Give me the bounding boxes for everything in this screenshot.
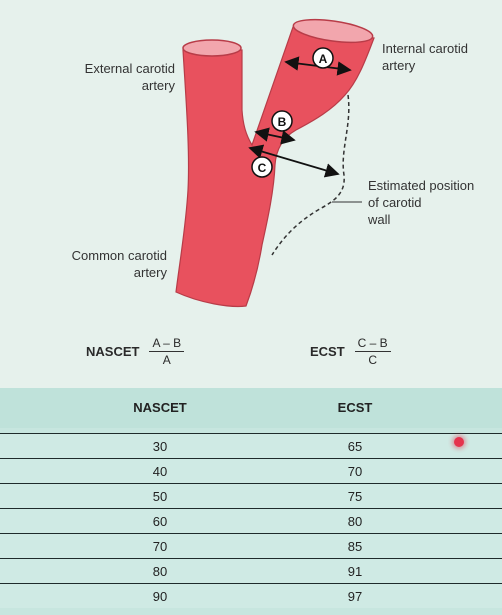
ecst-cell: 65 [347,439,363,454]
nascet-cell: 70 [152,539,168,554]
table-row: 30 65 [0,433,502,458]
nascet-cell: 90 [152,589,168,604]
nascet-fraction: A – B A [149,336,185,367]
nascet-formula-name: NASCET [86,344,140,359]
conversion-table: NASCET ECST 30 65 40 70 50 75 60 80 70 8… [0,388,502,615]
pointer-dot [454,437,464,447]
table-row: 50 75 [0,483,502,508]
internal-carotid-label: Internal carotid artery [382,41,468,73]
header-ecst: ECST [337,400,373,415]
ecst-formula: ECST C – B C [310,336,391,367]
table-header: NASCET ECST [0,388,502,428]
carotid-artery-drawing: A B C [175,18,375,308]
ecst-cell: 75 [347,489,363,504]
external-carotid-lumen [182,39,242,57]
nascet-formula: NASCET A – B A [86,336,185,367]
ecst-cell: 91 [347,564,363,579]
ecst-cell: 97 [347,589,363,604]
artery-body [175,26,375,308]
nascet-cell: 50 [152,489,168,504]
nascet-cell: 80 [152,564,168,579]
ecst-denominator: C [368,353,378,367]
nascet-cell: 30 [152,439,168,454]
header-nascet: NASCET [133,400,187,415]
nascet-denominator: A [162,353,171,367]
table-row: 70 85 [0,533,502,558]
table-row: 60 80 [0,508,502,533]
measure-c-arrow [248,144,340,178]
ecst-cell: 85 [347,539,363,554]
table-row: 80 91 [0,558,502,583]
ecst-formula-name: ECST [310,344,345,359]
measure-b-arrow [254,127,296,145]
marker-c-circle [251,156,273,178]
marker-b-circle [271,110,293,132]
nascet-cell: 40 [152,464,168,479]
internal-carotid-lumen [292,18,374,44]
marker-c-label: C [258,161,267,175]
table-body: 30 65 40 70 50 75 60 80 70 85 80 91 90 9… [0,433,502,608]
ecst-cell: 70 [347,464,363,479]
marker-b-label: B [278,115,287,129]
estimated-wall-dashed-line [271,94,350,256]
table-row: 90 97 [0,583,502,608]
estimated-wall-label: Estimated position of carotid wall [368,178,475,227]
carotid-diagram: A B C External carotid artery Internal c… [71,18,475,367]
common-carotid-label: Common carotid artery [71,248,167,280]
table-row: 40 70 [0,458,502,483]
ecst-numerator: C – B [354,336,391,352]
external-carotid-label: External carotid artery [84,61,175,93]
ecst-fraction: C – B C [354,336,391,367]
nascet-numerator: A – B [149,336,185,352]
marker-a-circle [312,47,334,69]
marker-a-label: A [319,52,328,66]
ecst-cell: 80 [347,514,363,529]
nascet-cell: 60 [152,514,168,529]
